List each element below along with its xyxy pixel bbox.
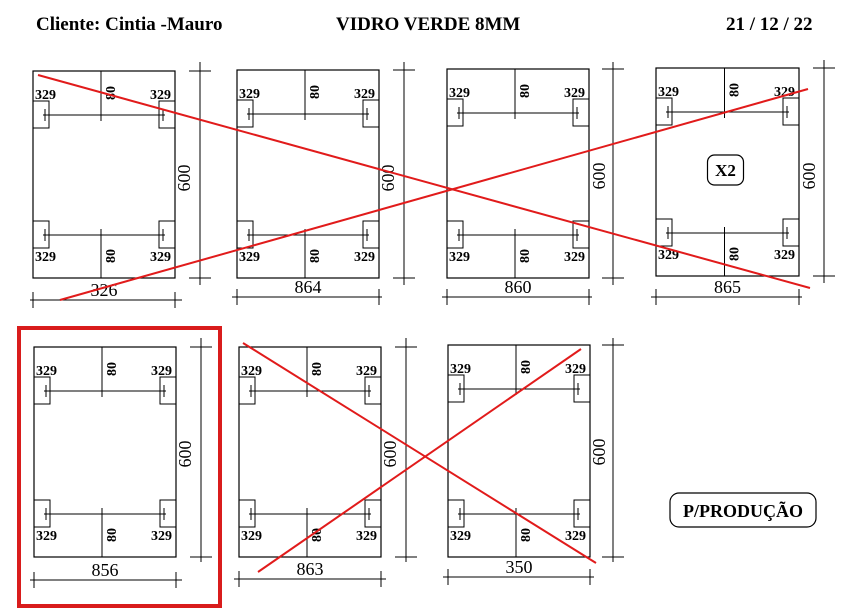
height-label: 600	[799, 163, 819, 190]
notch-label: 80	[728, 83, 743, 97]
status-label: P/PRODUÇÃO	[683, 500, 803, 521]
panel-p3: 329 329 329 329 80 80 600 860	[442, 62, 624, 305]
width-label: 863	[297, 559, 324, 579]
height-label: 600	[380, 441, 400, 468]
notch-label: 80	[728, 247, 743, 261]
hole-label: 329	[449, 86, 470, 101]
height-label: 600	[378, 165, 398, 192]
height-label: 600	[175, 441, 195, 468]
glass-outline	[447, 344, 591, 558]
height-label: 600	[174, 165, 194, 192]
notch-label: 80	[519, 528, 534, 542]
hole-label: 329	[151, 364, 172, 379]
notch-label: 80	[308, 249, 323, 263]
hole-label: 329	[658, 85, 679, 100]
hole-label: 329	[36, 529, 57, 544]
notch-label: 80	[518, 84, 533, 98]
cancel-cross-line	[257, 348, 582, 573]
height-label: 600	[589, 163, 609, 190]
hole-label: 329	[241, 364, 262, 379]
glass-outline	[446, 68, 590, 279]
width-label: 865	[714, 277, 741, 297]
hole-label: 329	[239, 87, 260, 102]
height-label: 600	[589, 439, 609, 466]
width-label: 864	[295, 277, 322, 297]
hole-label: 329	[150, 88, 171, 103]
notch-label: 80	[519, 360, 534, 374]
selected-highlight-frame	[17, 326, 222, 608]
hole-label: 329	[565, 529, 586, 544]
hole-label: 329	[564, 86, 585, 101]
hole-label: 329	[449, 250, 470, 265]
width-label: 860	[505, 277, 532, 297]
glass-outline	[238, 346, 382, 558]
glass-outline	[236, 69, 380, 279]
glass-outline	[32, 70, 176, 279]
notch-label: 80	[105, 362, 120, 376]
panel-p6: 329 329 329 329 80 80 600 863	[234, 338, 417, 587]
panel-p7: 329 329 329 329 80 80 600 350	[443, 338, 624, 585]
width-label: 856	[92, 560, 119, 580]
hole-label: 329	[151, 529, 172, 544]
panel-p5: 329 329 329 329 80 80 600 856	[17, 326, 222, 608]
date-label: 21 / 12 / 22	[726, 14, 813, 35]
product-title: VIDRO VERDE 8MM	[336, 14, 521, 35]
hole-label: 329	[150, 250, 171, 265]
hole-label: 329	[354, 250, 375, 265]
notch-label: 80	[518, 249, 533, 263]
hole-label: 329	[564, 250, 585, 265]
notch-label: 80	[310, 362, 325, 376]
notch-label: 80	[308, 85, 323, 99]
hole-label: 329	[774, 248, 795, 263]
hole-label: 329	[35, 250, 56, 265]
notch-label: 80	[104, 249, 119, 263]
hole-label: 329	[450, 362, 471, 377]
hole-label: 329	[565, 362, 586, 377]
notch-label: 80	[310, 528, 325, 542]
width-label: 350	[506, 557, 533, 577]
cancel-cross-line	[242, 342, 597, 564]
cancel-cross-line	[37, 74, 811, 289]
glass-outline	[33, 346, 177, 558]
hole-label: 329	[658, 248, 679, 263]
quantity-badge-label: X2	[715, 161, 736, 180]
status-box: P/PRODUÇÃO	[669, 492, 817, 528]
hole-label: 329	[354, 87, 375, 102]
hole-label: 329	[35, 88, 56, 103]
hole-label: 329	[356, 364, 377, 379]
hole-label: 329	[239, 250, 260, 265]
status-box-border	[669, 492, 817, 528]
notch-label: 80	[105, 528, 120, 542]
panel-p2: 329 329 329 329 80 80 600 864	[232, 62, 415, 305]
hole-label: 329	[36, 364, 57, 379]
hole-label: 329	[356, 529, 377, 544]
cancel-cross-line	[59, 88, 809, 301]
hole-label: 329	[450, 529, 471, 544]
quantity-badge	[706, 154, 745, 186]
client-name: Cliente: Cintia -Mauro	[36, 14, 223, 35]
hole-label: 329	[241, 529, 262, 544]
glass-outline	[655, 67, 800, 277]
